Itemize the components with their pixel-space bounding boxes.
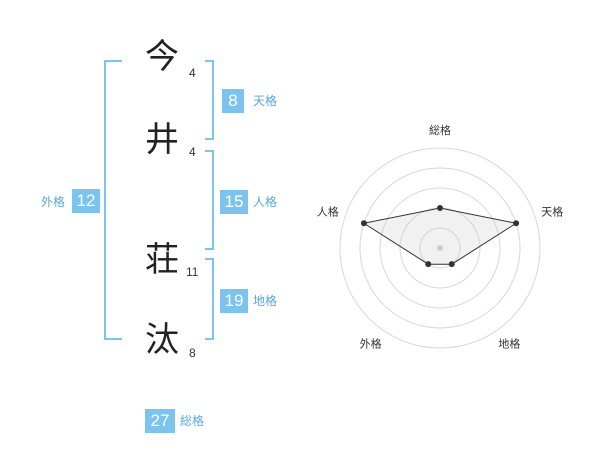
radar-point-2: [513, 220, 520, 227]
tenkaku-bracket: [205, 60, 214, 140]
radar-axis-label-4: 外格: [360, 336, 382, 350]
tenkaku-label: 天格: [253, 94, 278, 108]
gaikaku-bracket: [104, 60, 122, 340]
stroke-count-2: 4: [189, 145, 196, 159]
jinkaku-label: 人格: [253, 195, 278, 209]
radar-axis-label-3: 地格: [498, 336, 520, 350]
radar-data-area: [362, 207, 518, 265]
radar-grid-ring-3: [379, 187, 501, 309]
radar-point-1: [437, 205, 443, 211]
radar-axis-label-2: 天格: [541, 205, 563, 219]
radar-axis-label-5: 人格: [317, 205, 339, 219]
gaikaku-badge: 12: [72, 189, 100, 213]
name-char-4: 汰: [145, 320, 179, 360]
radar-grid: [339, 147, 541, 349]
radar-axis-label-1: 総格: [429, 123, 451, 137]
soukaku-badge: 27: [145, 409, 175, 433]
radar-grid-ring-4: [359, 167, 521, 329]
radar-points: [360, 205, 520, 268]
chikaku-badge: 19: [220, 289, 248, 313]
tenkaku-badge: 8: [222, 89, 244, 113]
radar-point-4: [425, 261, 432, 268]
name-char-2: 井: [145, 120, 179, 160]
stroke-count-4: 8: [189, 346, 196, 360]
name-char-1: 今: [145, 37, 179, 77]
radar-grid-ring-5: [339, 147, 541, 349]
soukaku-label: 総格: [180, 414, 205, 428]
radar-point-3: [448, 261, 455, 268]
jinkaku-badge: 15: [220, 190, 248, 214]
stroke-count-3: 11: [186, 265, 199, 279]
name-char-3: 荘: [145, 240, 179, 280]
radar-grid-ring-1: [419, 227, 461, 269]
chikaku-bracket: [205, 258, 214, 340]
jinkaku-bracket: [205, 150, 214, 250]
gaikaku-label: 外格: [41, 195, 66, 209]
chikaku-label: 地格: [253, 294, 278, 308]
radar-center-dot: [437, 245, 443, 251]
radar-point-5: [360, 220, 367, 227]
stroke-count-1: 4: [189, 66, 196, 80]
